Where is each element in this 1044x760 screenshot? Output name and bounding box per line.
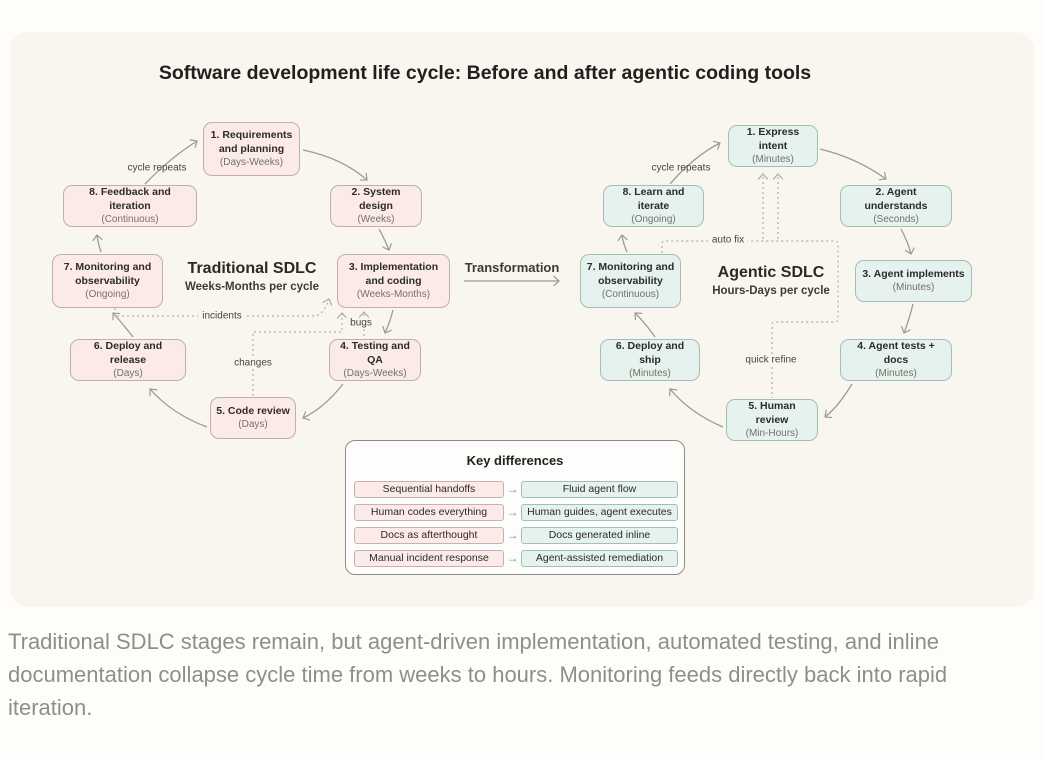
node-agentic-tests-docs: 4. Agent tests + docs (Minutes) xyxy=(840,339,952,381)
kd-after: Docs generated inline xyxy=(521,527,678,544)
key-difference-row: Manual incident response → Agent-assiste… xyxy=(354,550,678,567)
node-title: 6. Deploy and release xyxy=(93,340,163,366)
node-traditional-monitoring: 7. Monitoring and observability (Ongoing… xyxy=(52,254,163,308)
node-title: 8. Learn and iterate xyxy=(622,186,685,212)
node-traditional-requirements: 1. Requirements and planning (Days-Weeks… xyxy=(203,122,300,176)
diagram-title: Software development life cycle: Before … xyxy=(158,62,812,84)
arrow-right-icon: → xyxy=(506,505,519,519)
key-difference-row: Human codes everything → Human guides, a… xyxy=(354,504,678,521)
node-agentic-learn-iterate: 8. Learn and iterate (Ongoing) xyxy=(603,185,704,227)
node-duration: (Weeks) xyxy=(357,213,395,225)
label-changes: changes xyxy=(230,357,276,369)
kd-after: Fluid agent flow xyxy=(521,481,678,498)
node-title: 6. Deploy and ship xyxy=(615,340,685,366)
node-agentic-implements: 3. Agent implements (Minutes) xyxy=(855,260,972,302)
node-traditional-implementation: 3. Implementation and coding (Weeks-Mont… xyxy=(337,254,450,308)
node-agentic-human-review: 5. Human review (Min-Hours) xyxy=(726,399,818,441)
key-difference-row: Docs as afterthought → Docs generated in… xyxy=(354,527,678,544)
key-difference-row: Sequential handoffs → Fluid agent flow xyxy=(354,481,678,498)
node-traditional-code-review: 5. Code review (Days) xyxy=(210,397,296,439)
node-title: 7. Monitoring and observability xyxy=(63,261,152,287)
agentic-group-title: Agentic SDLC Hours-Days per cycle xyxy=(671,264,871,297)
node-title: 4. Agent tests + docs xyxy=(857,340,935,366)
key-differences-panel: Key differences Sequential handoffs → Fl… xyxy=(345,440,685,575)
node-traditional-testing: 4. Testing and QA (Days-Weeks) xyxy=(329,339,421,381)
node-title: 5. Code review xyxy=(216,404,290,417)
node-duration: (Minutes) xyxy=(752,153,794,165)
kd-before: Human codes everything xyxy=(354,504,504,521)
node-traditional-deploy: 6. Deploy and release (Days) xyxy=(70,339,186,381)
label-cycle-repeats-traditional: cycle repeats xyxy=(127,162,187,174)
key-differences-title: Key differences xyxy=(466,453,564,468)
arrow-right-icon: → xyxy=(506,482,519,496)
kd-before: Manual incident response xyxy=(354,550,504,567)
node-title: 7. Monitoring and observability xyxy=(586,261,675,287)
node-duration: (Days) xyxy=(113,367,143,379)
kd-after: Agent-assisted remediation xyxy=(521,550,678,567)
label-quick-refine: quick refine xyxy=(741,354,801,366)
traditional-cycle-time: Weeks-Months per cycle xyxy=(184,281,319,293)
kd-before: Sequential handoffs xyxy=(354,481,504,498)
node-duration: (Weeks-Months) xyxy=(356,288,431,300)
arrow-right-icon: → xyxy=(506,551,519,565)
node-title: 2. System design xyxy=(351,186,401,212)
node-title: 2. Agent understands xyxy=(864,186,928,212)
kd-before: Docs as afterthought xyxy=(354,527,504,544)
node-duration: (Seconds) xyxy=(873,213,919,225)
arrow-right-icon: → xyxy=(506,528,519,542)
node-title: 3. Agent implements xyxy=(862,267,965,280)
node-duration: (Days-Weeks) xyxy=(219,156,284,168)
traditional-group-title: Traditional SDLC Weeks-Months per cycle xyxy=(152,260,352,293)
label-auto-fix: auto fix xyxy=(707,234,749,246)
figure-caption: Traditional SDLC stages remain, but agen… xyxy=(8,629,948,720)
node-traditional-system-design: 2. System design (Weeks) xyxy=(330,185,422,227)
node-title: 4. Testing and QA xyxy=(340,340,410,366)
node-duration: (Days) xyxy=(238,419,268,431)
node-duration: (Continuous) xyxy=(601,288,660,300)
node-duration: (Minutes) xyxy=(892,282,935,294)
node-duration: (Minutes) xyxy=(875,367,917,379)
agentic-cycle-time: Hours-Days per cycle xyxy=(712,285,830,297)
node-title: 5. Human review xyxy=(748,400,796,426)
agentic-name: Agentic SDLC xyxy=(717,264,825,281)
node-duration: (Min-Hours) xyxy=(745,427,799,439)
node-agentic-deploy-ship: 6. Deploy and ship (Minutes) xyxy=(600,339,700,381)
node-agentic-understands: 2. Agent understands (Seconds) xyxy=(840,185,952,227)
node-traditional-feedback: 8. Feedback and iteration (Continuous) xyxy=(63,185,197,227)
label-incidents: incidents xyxy=(198,310,246,322)
node-agentic-express-intent: 1. Express intent (Minutes) xyxy=(728,125,818,167)
node-duration: (Continuous) xyxy=(101,213,159,225)
node-duration: (Ongoing) xyxy=(631,213,676,225)
label-cycle-repeats-agentic: cycle repeats xyxy=(651,162,711,174)
node-title: 8. Feedback and iteration xyxy=(89,186,171,212)
kd-after: Human guides, agent executes xyxy=(521,504,678,521)
label-bugs: bugs xyxy=(346,317,376,329)
node-title: 1. Requirements and planning xyxy=(210,129,293,155)
node-duration: (Minutes) xyxy=(629,367,671,379)
node-duration: (Ongoing) xyxy=(85,288,130,300)
traditional-name: Traditional SDLC xyxy=(187,260,317,277)
node-title: 3. Implementation and coding xyxy=(348,261,439,287)
node-agentic-monitoring: 7. Monitoring and observability (Continu… xyxy=(580,254,681,308)
node-duration: (Days-Weeks) xyxy=(343,367,407,379)
node-title: 1. Express intent xyxy=(746,126,800,152)
transformation-label: Transformation xyxy=(464,260,560,275)
